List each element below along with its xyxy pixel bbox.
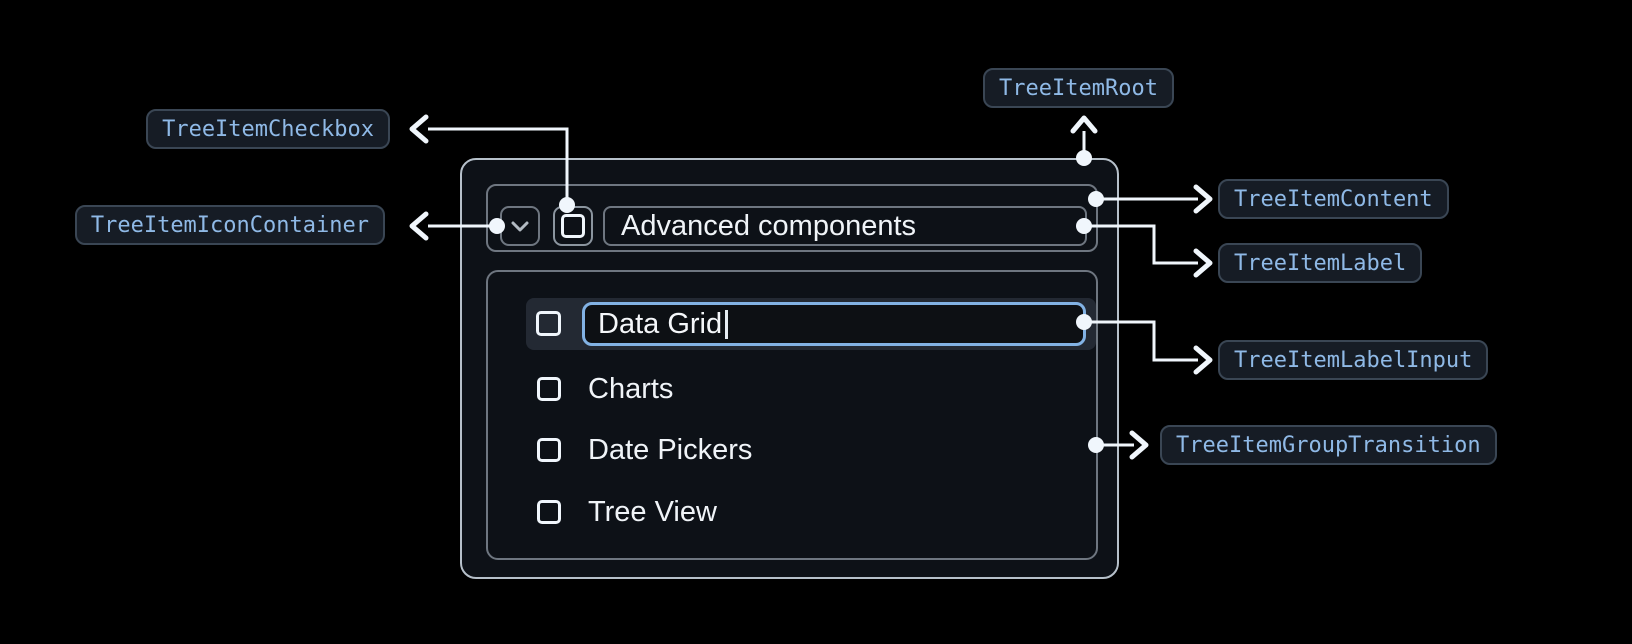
checkbox-icon bbox=[561, 214, 585, 238]
row-label-text: Charts bbox=[588, 372, 674, 405]
label-input-value: Data Grid bbox=[598, 307, 723, 340]
badge-text: TreeItemCheckbox bbox=[162, 116, 374, 142]
checkbox-icon[interactable] bbox=[537, 377, 561, 401]
checkbox-icon[interactable] bbox=[537, 500, 561, 524]
row-label-text: Tree View bbox=[588, 495, 717, 528]
annotation-tree-item-label: TreeItemLabel bbox=[1218, 243, 1423, 283]
badge-text: TreeItemContent bbox=[1234, 186, 1433, 212]
badge-text: TreeItemRoot bbox=[999, 75, 1158, 101]
tree-item-root-box: Advanced components Data Grid Charts Dat… bbox=[460, 158, 1119, 579]
tree-item-group-transition-box: Data Grid Charts Date Pickers Tree View bbox=[486, 270, 1098, 560]
tree-row-tree-view[interactable]: Tree View bbox=[537, 496, 717, 528]
badge-text: TreeItemLabelInput bbox=[1234, 347, 1473, 373]
checkbox-icon[interactable] bbox=[536, 311, 561, 336]
checkbox-icon[interactable] bbox=[537, 438, 561, 462]
tree-item-label[interactable]: Advanced components bbox=[603, 206, 1087, 246]
tree-item-checkbox[interactable] bbox=[553, 206, 593, 246]
annotation-tree-item-content: TreeItemContent bbox=[1218, 179, 1449, 219]
badge-text: TreeItemLabel bbox=[1234, 250, 1407, 276]
tree-item-label-input[interactable]: Data Grid bbox=[582, 302, 1086, 346]
row-label-text: Date Pickers bbox=[588, 433, 753, 466]
annotation-tree-item-root: TreeItemRoot bbox=[983, 68, 1174, 108]
tree-item-content-box[interactable]: Advanced components bbox=[486, 184, 1098, 252]
parent-label-text: Advanced components bbox=[621, 209, 917, 242]
tree-item-icon-container[interactable] bbox=[500, 206, 540, 246]
annotation-tree-item-icon-container: TreeItemIconContainer bbox=[74, 205, 385, 245]
tree-row-date-pickers[interactable]: Date Pickers bbox=[537, 434, 752, 466]
tree-row-charts[interactable]: Charts bbox=[537, 373, 673, 405]
chevron-down-icon bbox=[511, 221, 529, 232]
badge-text: TreeItemGroupTransition bbox=[1176, 432, 1481, 458]
annotation-tree-item-label-input: TreeItemLabelInput bbox=[1218, 340, 1489, 380]
text-cursor bbox=[725, 309, 729, 339]
tree-row-editing[interactable]: Data Grid bbox=[526, 298, 1096, 350]
annotation-tree-item-group-transition: TreeItemGroupTransition bbox=[1160, 425, 1497, 465]
badge-text: TreeItemIconContainer bbox=[90, 212, 369, 238]
annotation-tree-item-checkbox: TreeItemCheckbox bbox=[146, 109, 390, 149]
